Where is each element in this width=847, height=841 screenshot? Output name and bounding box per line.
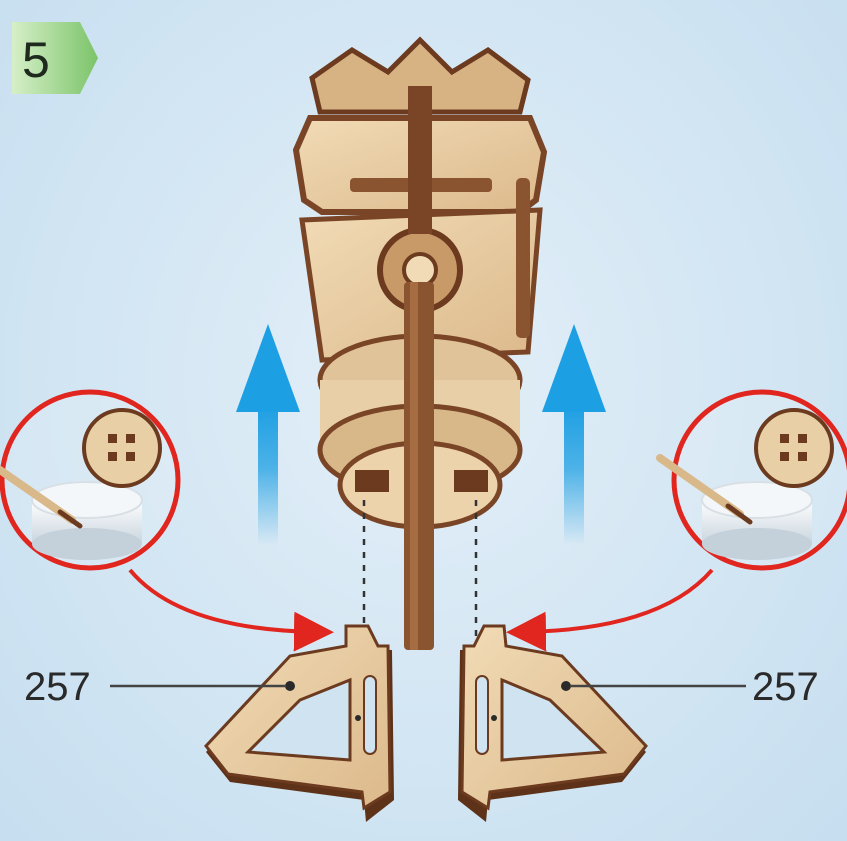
glue-callout-right <box>660 392 847 568</box>
glue-pot-icon <box>702 482 812 560</box>
callout-arrow-icon-left <box>130 570 318 632</box>
part-label-right: 257 <box>752 667 819 707</box>
engine-assembly <box>296 40 544 650</box>
part-257-left <box>206 626 394 822</box>
part-257-right <box>458 626 646 822</box>
gear-icon <box>84 410 160 486</box>
up-arrow-icon-left <box>236 324 300 545</box>
gear-icon <box>756 410 832 486</box>
callout-arrow-icon-right <box>522 570 712 632</box>
up-arrow-icon-right <box>542 324 606 545</box>
glue-callout-left <box>0 392 178 568</box>
part-label-left: 257 <box>24 667 91 707</box>
step-number: 5 <box>22 24 50 96</box>
glue-pot-icon <box>32 482 142 560</box>
